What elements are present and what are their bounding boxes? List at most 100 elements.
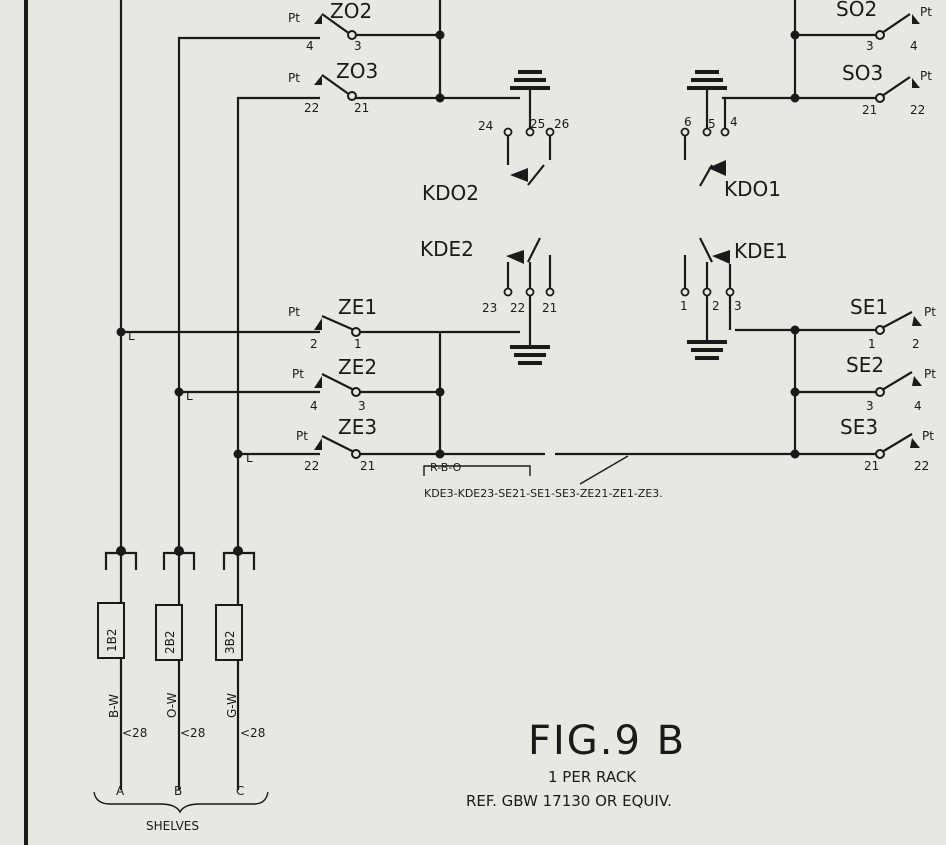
note-bracket-label: R-B-O — [430, 461, 462, 474]
note-text: KDE3-KDE23-SE21-SE1-SE3-ZE21-ZE1-ZE3. — [424, 487, 663, 500]
relay-kdo2-pin-3: 26 — [554, 117, 569, 131]
switch-ze3-pin-a: 22 — [304, 459, 319, 473]
figure-reference: REF. GBW 17130 OR EQUIV. — [466, 792, 672, 810]
switch-zo3: ZO3 Pt 22 21 — [288, 59, 378, 115]
switch-zo3-pin-a: 22 — [304, 101, 319, 115]
switch-se1: SE1 Pt 1 2 — [850, 295, 936, 351]
switch-ze3: ZE3 Pt 22 21 — [296, 415, 377, 473]
wire-code-a: B-W — [107, 694, 121, 718]
relay-kde1: KDE1 1 2 3 — [680, 237, 788, 360]
shelves-label: SHELVES — [146, 819, 199, 833]
relay-kdo2-pin-2: 25 — [530, 117, 545, 131]
relay-kde2-pin-1: 23 — [482, 301, 497, 315]
relay-kde1-pin-1: 1 — [680, 299, 688, 313]
figure-subtitle: 1 PER RACK — [548, 768, 637, 786]
switch-se3-name: SE3 — [840, 415, 878, 439]
switch-ze2-name: ZE2 — [338, 355, 377, 379]
fuse-clip-c — [222, 546, 256, 570]
relay-kde2: KDE2 23 22 21 — [420, 237, 557, 365]
relay-kdo1-pin-1: 6 — [684, 115, 692, 129]
switch-se2: SE2 Pt 3 4 — [846, 353, 936, 413]
switch-se1-pin-b: 2 — [912, 337, 920, 351]
switch-se2-pin-a: 3 — [866, 399, 874, 413]
junction — [435, 387, 445, 397]
relay-kde2-pin-3: 21 — [542, 301, 557, 315]
fuse-2b2-label: 2B2 — [163, 630, 177, 654]
relay-kdo1: 6 5 4 KDO1 — [680, 70, 781, 201]
switch-se2-name: SE2 — [846, 353, 884, 377]
pin-28-c: <28 — [240, 726, 265, 740]
relay-kde1-pin-2: 2 — [712, 299, 720, 313]
relay-kdo1-name: KDO1 — [724, 177, 781, 201]
switch-ze1-pt: Pt — [288, 305, 300, 319]
switch-zo2-pin-a: 4 — [306, 39, 314, 53]
switch-ze3-pt: Pt — [296, 429, 308, 443]
switch-se1-name: SE1 — [850, 295, 888, 319]
switch-so3: SO3 Pt 21 22 — [842, 61, 932, 117]
switch-zo2: ZO2 Pt 4 3 — [288, 0, 372, 53]
switch-se1-pin-a: 1 — [868, 337, 876, 351]
junction — [790, 449, 800, 459]
fuse-3b2 — [215, 604, 243, 661]
relay-kde1-name: KDE1 — [734, 239, 788, 263]
ground-mark: L — [186, 389, 193, 403]
switch-zo3-pt: Pt — [288, 71, 300, 85]
junction — [435, 93, 445, 103]
junction — [116, 327, 126, 337]
switch-so3-pin-b: 22 — [910, 103, 925, 117]
relay-kde2-name: KDE2 — [420, 237, 474, 261]
fuse-1b2-label: 1B2 — [105, 628, 119, 652]
switch-so2-pin-a: 3 — [866, 39, 874, 53]
switch-ze2-pin-b: 3 — [358, 399, 366, 413]
switch-se3: SE3 Pt 21 22 — [840, 415, 934, 473]
switch-ze2-pt: Pt — [292, 367, 304, 381]
switch-se2-pt: Pt — [924, 367, 936, 381]
pin-28-a: <28 — [122, 726, 147, 740]
junction — [790, 30, 800, 40]
shelf-c: C — [236, 784, 244, 798]
switch-so2-pt: Pt — [920, 5, 932, 19]
switch-zo2-pt: Pt — [288, 11, 300, 25]
relay-kdo2-pin-1: 24 — [478, 119, 493, 133]
switch-so2-name: SO2 — [836, 0, 877, 21]
switch-zo3-pin-b: 21 — [354, 101, 369, 115]
figure-title: FIG.9 B — [528, 718, 686, 764]
switch-ze2-pin-a: 4 — [310, 399, 318, 413]
switch-se1-pt: Pt — [924, 305, 936, 319]
ground-mark: L — [128, 329, 135, 343]
switch-zo3-name: ZO3 — [336, 59, 378, 83]
junction — [233, 449, 243, 459]
junction — [790, 325, 800, 335]
relay-kdo2: 24 25 26 KDO2 — [422, 70, 569, 205]
junction — [435, 449, 445, 459]
switch-zo2-name: ZO2 — [330, 0, 372, 23]
junction — [790, 387, 800, 397]
relay-kde1-pin-3: 3 — [734, 299, 742, 313]
switch-ze1-name: ZE1 — [338, 295, 377, 319]
switch-ze1-pin-b: 1 — [354, 337, 362, 351]
switch-so3-pin-a: 21 — [862, 103, 877, 117]
junction — [790, 93, 800, 103]
shelf-b: B — [174, 784, 182, 798]
switch-zo2-pin-b: 3 — [354, 39, 362, 53]
note-arrow — [579, 455, 629, 485]
bus-b — [177, 36, 320, 790]
switch-ze1: ZE1 Pt 2 1 — [288, 295, 377, 351]
junction — [174, 387, 184, 397]
ground-mark: L — [246, 451, 253, 465]
switch-so3-pt: Pt — [920, 69, 932, 83]
fuse-1b2 — [97, 602, 125, 659]
switch-so3-name: SO3 — [842, 61, 883, 85]
shelf-a: A — [116, 784, 125, 798]
junction — [435, 30, 445, 40]
fuse-2b2 — [155, 604, 183, 661]
switch-se3-pin-b: 22 — [914, 459, 929, 473]
switch-so2-pin-b: 4 — [910, 39, 918, 53]
switch-so2: SO2 Pt 3 4 — [836, 0, 932, 53]
fuse-clip-b — [162, 546, 196, 570]
switch-se3-pin-a: 21 — [864, 459, 879, 473]
pin-28-b: <28 — [180, 726, 205, 740]
fuse-clip-a — [104, 546, 138, 570]
relay-kdo1-pin-2: 5 — [708, 117, 716, 131]
wire-code-c: G-W — [225, 693, 239, 718]
